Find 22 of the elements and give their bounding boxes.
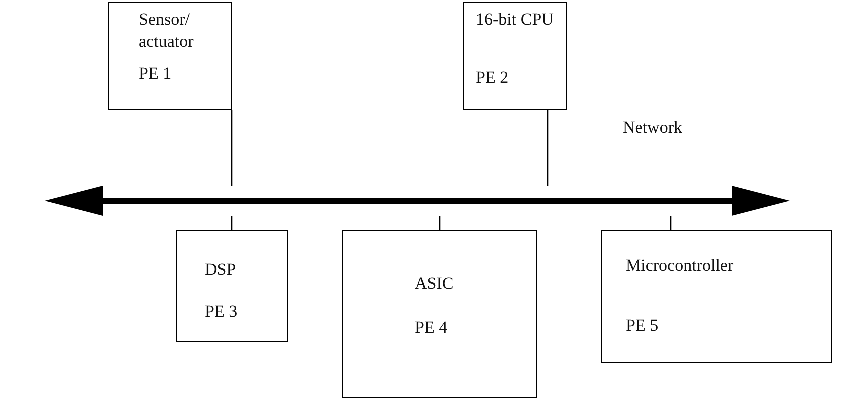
element-name: DSP — [205, 259, 238, 281]
connector-line — [439, 216, 441, 230]
element-name: Microcontroller — [626, 255, 735, 277]
network-bus-arrow — [45, 186, 790, 216]
element-id: PE 2 — [476, 67, 510, 89]
element-name: ASIC — [415, 273, 455, 295]
element-name: 16-bit CPU — [476, 9, 555, 31]
connector-line — [670, 216, 672, 230]
element-id: PE 5 — [626, 315, 660, 337]
network-label: Network — [623, 118, 682, 138]
connector-line — [231, 110, 233, 186]
processing-element-box — [601, 230, 832, 363]
element-id: PE 4 — [415, 317, 449, 339]
processing-element-box — [342, 230, 537, 398]
processing-element-box — [176, 230, 288, 342]
processing-element-box — [463, 2, 567, 110]
connector-line — [547, 110, 549, 186]
connector-line — [231, 216, 233, 230]
element-id: PE 1 — [139, 63, 173, 85]
element-name: Sensor/ actuator — [139, 9, 195, 53]
element-id: PE 3 — [205, 301, 239, 323]
processing-element-box — [108, 2, 232, 110]
